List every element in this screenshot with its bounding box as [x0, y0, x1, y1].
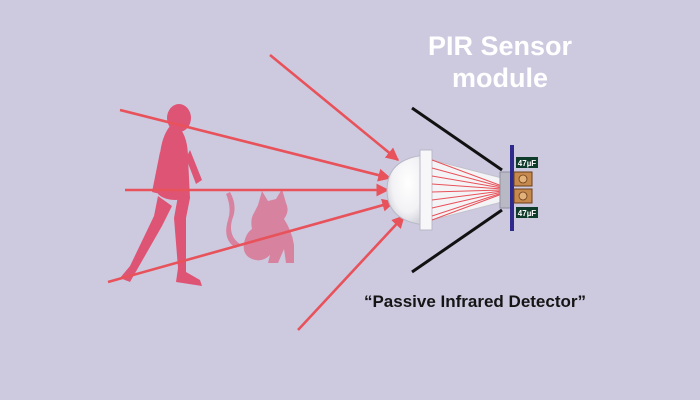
module-title-line1: PIR Sensor [427, 31, 573, 61]
infrared-rays [107, 53, 405, 331]
capacitor-bottom-label: 47µF [518, 209, 537, 218]
capacitor-top-label: 47µF [518, 159, 537, 168]
focused-rays [431, 159, 503, 221]
infrared-ray-4 [107, 198, 396, 284]
capacitor-bottom: 47µF [516, 207, 538, 218]
capacitor-top: 47µF [516, 157, 538, 168]
infrared-ray-2 [269, 53, 400, 162]
module-title-line2: module [451, 63, 548, 93]
detector-caption: “Passive Infrared Detector” [363, 292, 587, 311]
infrared-ray-5 [297, 215, 405, 331]
module-title: PIR Sensor module [400, 30, 600, 94]
infrared-ray-1 [119, 108, 392, 182]
field-of-view-lines [411, 106, 503, 274]
person-silhouette-icon [120, 104, 202, 286]
circuit-board-icon [510, 145, 533, 231]
cat-silhouette-icon [226, 189, 294, 263]
